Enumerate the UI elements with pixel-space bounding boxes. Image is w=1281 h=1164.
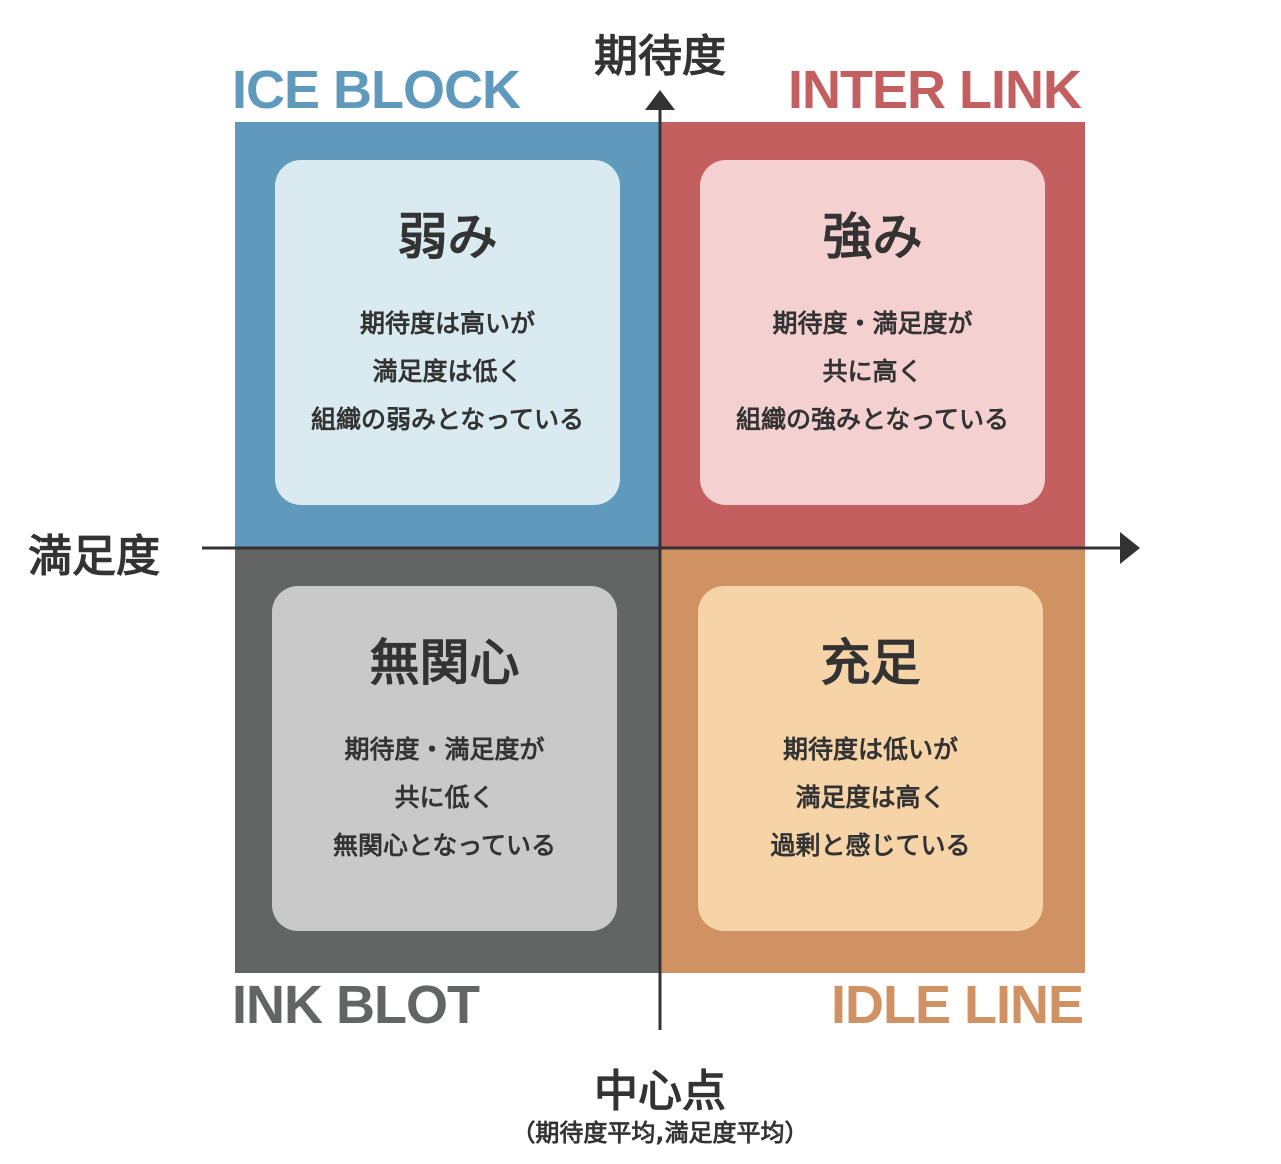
- quadrant-description-line: 期待度・満足度が: [772, 309, 973, 338]
- quadrant-card-indifference: 無関心 期待度・満足度が 共に低く 無関心となっている: [272, 586, 617, 931]
- quadrant-name-inter-link: INTER LINK: [788, 60, 1082, 120]
- quadrant-description-line: 共に高く: [822, 357, 923, 386]
- quadrant-title: 弱み: [397, 208, 498, 266]
- quadrant-description-line: 期待度・満足度が: [344, 735, 545, 764]
- quadrant-description-line: 満足度は低く: [372, 357, 523, 386]
- center-point-sublabel: （期待度平均,満足度平均）: [511, 1119, 809, 1147]
- quadrant-description-line: 期待度は低いが: [782, 735, 958, 764]
- quadrant-title: 無関心: [369, 634, 520, 692]
- quadrant-name-idle-line: IDLE LINE: [830, 975, 1084, 1035]
- quadrant-ink-blot: 無関心 期待度・満足度が 共に低く 無関心となっている: [235, 548, 660, 973]
- quadrant-card-sufficiency: 充足 期待度は低いが 満足度は高く 過剰と感じている: [698, 586, 1043, 931]
- x-axis-label: 満足度: [28, 531, 160, 582]
- quadrant-description-line: 無関心となっている: [332, 831, 556, 860]
- quadrant-description-line: 満足度は高く: [795, 783, 946, 812]
- quadrant-description-line: 期待度は高いが: [359, 309, 535, 338]
- quadrant-inter-link: 強み 期待度・満足度が 共に高く 組織の強みとなっている: [660, 122, 1085, 547]
- y-axis-arrowhead: [645, 90, 675, 110]
- x-axis-arrowhead: [1120, 532, 1140, 564]
- quadrant-card-strength: 強み 期待度・満足度が 共に高く 組織の強みとなっている: [700, 160, 1045, 505]
- quadrant-description-line: 過剰と感じている: [770, 831, 971, 860]
- quadrant-name-ice-block: ICE BLOCK: [232, 60, 521, 120]
- quadrant-description-line: 共に低く: [394, 783, 495, 812]
- quadrant-description-line: 組織の強みとなっている: [735, 405, 1009, 434]
- quadrant-description-line: 組織の弱みとなっている: [310, 405, 584, 434]
- quadrant-card-weakness: 弱み 期待度は高いが 満足度は低く 組織の弱みとなっている: [275, 160, 620, 505]
- quadrant-name-ink-blot: INK BLOT: [232, 975, 480, 1035]
- quadrant-title: 充足: [820, 634, 921, 692]
- y-axis-label: 期待度: [594, 31, 726, 82]
- quadrant-title: 強み: [822, 208, 923, 266]
- center-point-label: 中心点: [594, 1066, 726, 1117]
- quadrant-ice-block: 弱み 期待度は高いが 満足度は低く 組織の弱みとなっている: [235, 122, 660, 547]
- quadrant-idle-line: 充足 期待度は低いが 満足度は高く 過剰と感じている: [660, 548, 1085, 973]
